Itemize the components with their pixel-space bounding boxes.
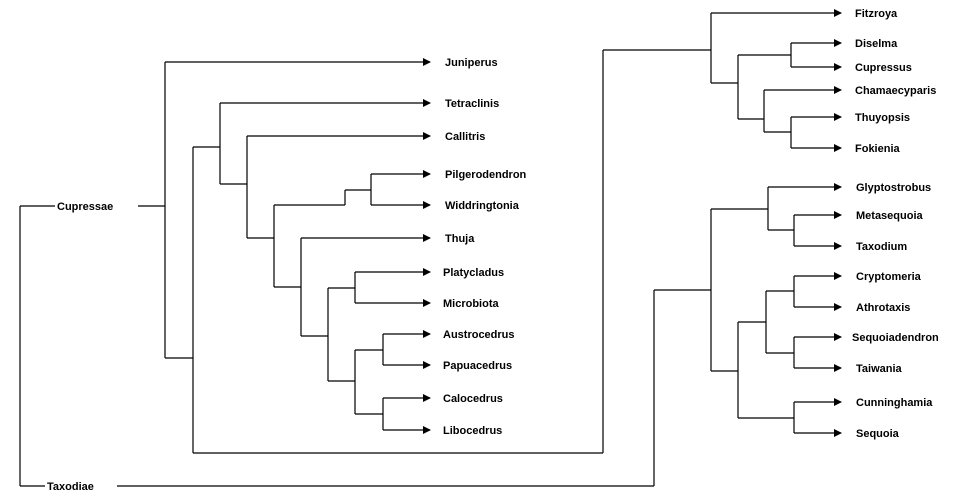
cupressus-group-leaf-labels: Fitzroya Diselma Cupressus Chamaecyparis… xyxy=(855,8,936,155)
taxon-label-sequoiadendron: Sequoiadendron xyxy=(852,332,939,344)
taxodiae-clade-branches xyxy=(117,187,795,487)
taxon-label-pilgerodendron: Pilgerodendron xyxy=(445,169,527,181)
taxon-label-calocedrus: Calocedrus xyxy=(443,393,503,405)
cupressae-to-cupressus-connector xyxy=(193,49,711,454)
taxon-label-platycladus: Platycladus xyxy=(443,267,504,279)
taxon-label-cupressus: Cupressus xyxy=(855,62,912,74)
cupressae-leaf-labels: Juniperus Tetraclinis Callitris Pilgerod… xyxy=(443,57,527,437)
cupressae-clade-branches xyxy=(138,62,384,453)
taxon-label-austrocedrus: Austrocedrus xyxy=(443,329,515,341)
taxon-label-glyptostrobus: Glyptostrobus xyxy=(856,182,931,194)
taxodiae-leaf-labels: Glyptostrobus Metasequoia Taxodium Crypt… xyxy=(852,182,939,440)
cupressae-leaf-arrows xyxy=(165,58,431,434)
taxon-label-cunninghamia: Cunninghamia xyxy=(856,397,933,409)
taxon-label-fitzroya: Fitzroya xyxy=(855,8,898,20)
taxon-label-fokienia: Fokienia xyxy=(855,143,901,155)
taxon-label-tetraclinis: Tetraclinis xyxy=(445,98,499,110)
taxon-label-widdringtonia: Widdringtonia xyxy=(445,200,520,212)
taxon-label-sequoia: Sequoia xyxy=(856,428,900,440)
taxon-label-juniperus: Juniperus xyxy=(445,57,498,69)
cupressus-group-branches xyxy=(710,13,792,148)
root-structure xyxy=(19,205,55,487)
group-label-taxodiae: Taxodiae xyxy=(47,481,94,493)
taxon-label-taiwania: Taiwania xyxy=(856,363,903,375)
cupressus-group-leaf-arrows xyxy=(711,9,842,152)
taxon-label-diselma: Diselma xyxy=(855,38,898,50)
group-label-cupressae: Cupressae xyxy=(57,201,113,213)
taxon-label-athrotaxis: Athrotaxis xyxy=(856,302,910,314)
taxon-label-thuyopsis: Thuyopsis xyxy=(855,112,910,124)
taxon-label-microbiota: Microbiota xyxy=(443,298,499,310)
taxon-label-thuja: Thuja xyxy=(445,233,475,245)
taxon-label-chamaecyparis: Chamaecyparis xyxy=(855,85,936,97)
taxon-label-libocedrus: Libocedrus xyxy=(443,425,502,437)
taxon-label-taxodium: Taxodium xyxy=(856,241,907,253)
taxon-label-callitris: Callitris xyxy=(445,131,485,143)
taxodiae-leaf-arrows xyxy=(768,183,842,437)
taxon-label-papuacedrus: Papuacedrus xyxy=(443,360,512,372)
taxon-label-metasequoia: Metasequoia xyxy=(856,210,924,222)
taxon-label-cryptomeria: Cryptomeria xyxy=(856,271,922,283)
